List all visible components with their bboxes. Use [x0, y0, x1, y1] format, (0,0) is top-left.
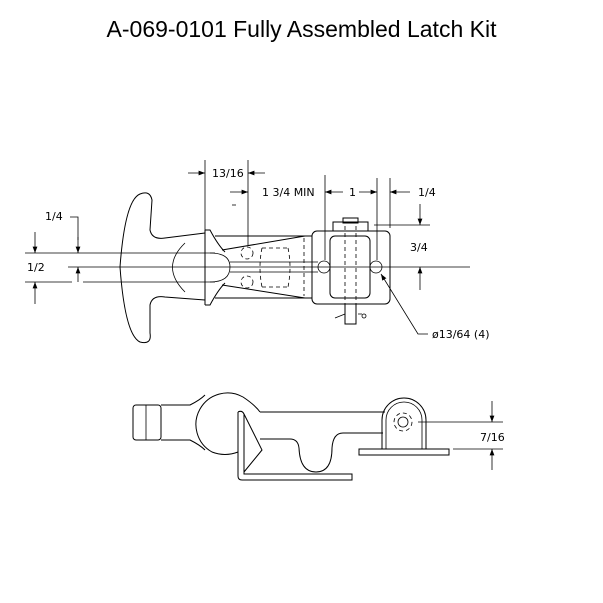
dim-1-2: 1/2: [27, 261, 45, 274]
dim-1: 1: [349, 186, 356, 199]
base-plate: [358, 448, 450, 456]
bezel: [204, 229, 226, 306]
dim-1-3-4-min: 1 3/4 MIN: [262, 186, 315, 199]
drawing-title: A-069-0101 Fully Assembled Latch Kit: [106, 16, 497, 42]
dim-hole-diameter: ø13/64 (4): [432, 328, 490, 341]
dim-1-4-left: 1/4: [45, 210, 63, 223]
dim-3-4: 3/4: [410, 241, 428, 254]
top-view: 13/16 1 3/4 MIN 1 1/4 3/4 1/4 1/2 ø13/64…: [25, 160, 490, 344]
keeper-bracket: [311, 230, 391, 305]
side-view: 7/16: [132, 392, 505, 481]
pivot-bracket: [381, 397, 427, 449]
t-handle: [119, 192, 206, 344]
handle-ball: [195, 392, 261, 455]
dim-13-16: 13/16: [212, 167, 244, 180]
dim-7-16: 7/16: [480, 431, 505, 444]
angle-bracket: [237, 410, 353, 481]
dim-1-4-right: 1/4: [418, 186, 436, 199]
latch-body: [215, 235, 312, 299]
